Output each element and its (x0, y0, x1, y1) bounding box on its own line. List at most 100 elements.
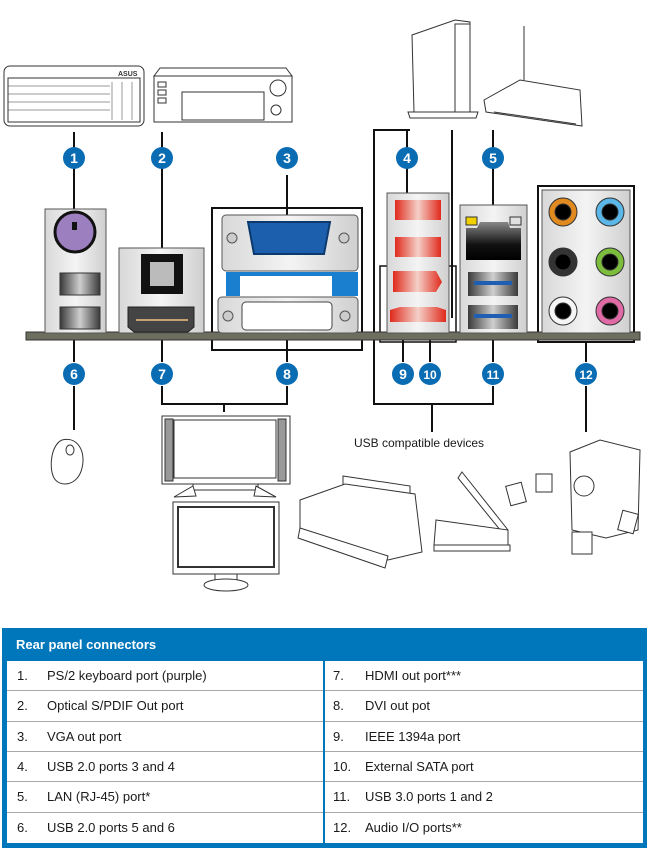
row-label: USB 3.0 ports 1 and 2 (365, 789, 493, 805)
wireless-router-illustration (483, 26, 583, 127)
speakers-illustration (505, 439, 641, 555)
table-title: Rear panel connectors (16, 637, 157, 652)
callout-circle (482, 363, 504, 385)
mouse-illustration (50, 438, 84, 485)
callout-circle (392, 363, 414, 385)
table-row: 6.USB 2.0 ports 5 and 6 (7, 813, 323, 843)
ieee1394-port (393, 271, 442, 292)
usb2-1394-esata-stack (386, 192, 450, 334)
external-drive-illustration (407, 19, 479, 119)
table-row: 7. HDMI out port*** (325, 661, 643, 692)
row-number: 4. (17, 759, 28, 775)
dvi-port (241, 301, 333, 331)
keyboard-illustration: ASUS (3, 65, 145, 127)
callout-number: 7 (158, 366, 166, 382)
callout-badge-11: 11 (482, 363, 504, 385)
row-label: PS/2 keyboard port (purple) (47, 668, 207, 684)
callout-badge-12: 12 (575, 363, 597, 385)
table-row: 1. PS/2 keyboard port (purple) (7, 661, 323, 692)
callout-number: 10 (423, 368, 437, 382)
table-row: 3. VGA out port (7, 722, 323, 752)
row-number: 1. (17, 668, 28, 684)
callout-number: 2 (158, 150, 166, 166)
row-label: Optical S/PDIF Out port (47, 698, 184, 714)
row-label: IEEE 1394a port (365, 728, 461, 744)
ps2-usb-stack (44, 208, 107, 334)
audio-io-stack (541, 189, 631, 334)
row-label: External SATA port (365, 759, 474, 775)
lcd-monitor-illustration (172, 501, 280, 592)
row-label: USB 2.0 ports 3 and 4 (47, 759, 175, 775)
callout-circle (151, 147, 173, 169)
table-body: 1. PS/2 keyboard port (purple) 2.Optical … (7, 661, 643, 843)
row-label: HDMI out port*** (365, 668, 462, 684)
spdif-hdmi-stack (118, 247, 205, 334)
usb-devices-label: USB compatible devices (354, 436, 485, 450)
callout-circle (575, 363, 597, 385)
callout-badge-5: 5 (482, 147, 504, 169)
table-row: 5. LAN (RJ-45) port* (7, 782, 323, 813)
callout-circle (276, 147, 298, 169)
callout-circle (482, 147, 504, 169)
callout-number: 9 (399, 366, 407, 382)
callout-badge-8: 8 (276, 363, 298, 385)
row-label: LAN (RJ-45) port* (47, 789, 151, 805)
callout-circle (276, 363, 298, 385)
callout-number: 8 (283, 366, 291, 382)
callout-circle (151, 363, 173, 385)
callout-badge-10: 10 (419, 363, 441, 385)
row-number: 8. (333, 698, 344, 714)
usb2-port-3 (395, 200, 441, 220)
vga-port (246, 221, 332, 255)
table-row: 12. Audio I/O ports** (325, 813, 643, 843)
table-row: 8. DVI out pot (325, 691, 643, 722)
row-number: 3. (17, 728, 28, 744)
table-row: 2.Optical S/PDIF Out port (7, 691, 323, 722)
callout-number: 6 (70, 366, 78, 382)
callout-number: 5 (489, 150, 497, 166)
vga-dvi-stack (217, 214, 359, 334)
callout-number: 11 (487, 368, 500, 382)
table-row: 11. USB 3.0 ports 1 and 2 (325, 782, 643, 813)
callout-circle (63, 147, 85, 169)
rear-panel-diagram: ASUS (3, 19, 641, 592)
row-label: DVI out pot (365, 698, 431, 714)
callout-badge-9: 9 (392, 363, 414, 385)
table-column-left: 1. PS/2 keyboard port (purple) 2.Optical … (7, 661, 323, 843)
callout-badge-4: 4 (396, 147, 418, 169)
lan-port (466, 222, 521, 260)
callout-circle (63, 363, 85, 385)
callout-number: 3 (283, 150, 291, 166)
keyboard-brand: ASUS (118, 71, 138, 78)
row-number: 12. (333, 820, 352, 836)
callout-circle (419, 363, 441, 385)
rear-panel-table: Rear panel connectors 1. PS/2 keyboard po… (2, 628, 647, 848)
row-number: 10. (333, 759, 352, 775)
esata-port (390, 307, 446, 322)
table-row: 4. USB 2.0 ports 3 and 4 (7, 752, 323, 783)
lan-usb3-stack (459, 204, 528, 334)
row-label: Audio I/O ports** (365, 820, 462, 836)
row-label: VGA out port (47, 728, 122, 744)
audio-receiver-illustration (153, 67, 293, 123)
callout-badge-6: 6 (63, 363, 85, 385)
printer-illustration (297, 475, 423, 569)
row-number: 5. (17, 789, 28, 805)
tv-monitor-illustration (161, 415, 291, 498)
callout-number: 4 (403, 150, 411, 166)
callout-circle (396, 147, 418, 169)
row-number: 11. (333, 789, 351, 805)
table-column-right: 7. HDMI out port*** 8. DVI out pot 9.IEEE … (325, 661, 643, 843)
callout-number: 1 (70, 150, 78, 166)
scanner-illustration (433, 471, 511, 552)
callout-number: 12 (579, 368, 593, 382)
row-number: 7. (333, 668, 344, 684)
table-row: 9.IEEE 1394a port (325, 722, 643, 752)
callout-badge-3: 3 (276, 147, 298, 169)
ps2-port (53, 210, 97, 254)
callout-badge-1: 1 (63, 147, 85, 169)
table-row: 10. External SATA port (325, 752, 643, 783)
row-number: 6. (17, 820, 28, 836)
usb2-port-4 (395, 237, 441, 257)
